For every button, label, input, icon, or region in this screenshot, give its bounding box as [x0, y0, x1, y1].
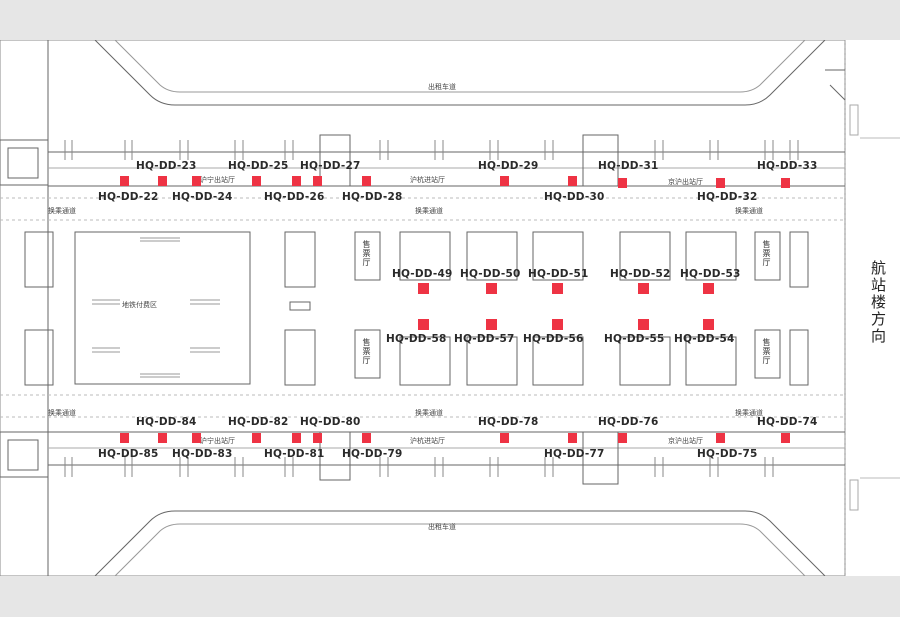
- ad-marker[interactable]: [716, 178, 725, 188]
- ad-marker[interactable]: [618, 433, 627, 443]
- ad-marker[interactable]: [313, 176, 322, 186]
- ad-marker[interactable]: [703, 283, 714, 294]
- code-label: HQ-DD-49: [392, 268, 453, 280]
- code-label: HQ-DD-27: [300, 160, 361, 172]
- ad-marker[interactable]: [638, 283, 649, 294]
- code-label: HQ-DD-79: [342, 448, 403, 460]
- code-label: HQ-DD-26: [264, 191, 325, 203]
- plan-lines: [0, 40, 900, 576]
- ad-marker[interactable]: [486, 319, 497, 330]
- code-label: HQ-DD-74: [757, 416, 818, 428]
- code-label: HQ-DD-52: [610, 268, 671, 280]
- ad-marker[interactable]: [418, 283, 429, 294]
- ad-marker[interactable]: [781, 178, 790, 188]
- code-label: HQ-DD-23: [136, 160, 197, 172]
- ad-marker[interactable]: [716, 433, 725, 443]
- ad-marker[interactable]: [313, 433, 322, 443]
- hall-label: 沪宁出站厅: [200, 176, 235, 184]
- hall-label: 沪杭进站厅: [410, 437, 445, 445]
- code-label: HQ-DD-83: [172, 448, 233, 460]
- code-label: HQ-DD-29: [478, 160, 539, 172]
- code-label: HQ-DD-54: [674, 333, 735, 345]
- hall-label: 沪杭进站厅: [410, 176, 445, 184]
- code-label: HQ-DD-51: [528, 268, 589, 280]
- terminal-direction-label: 航站楼方向: [869, 260, 887, 345]
- ad-marker[interactable]: [158, 433, 167, 443]
- ad-marker[interactable]: [192, 433, 201, 443]
- code-label: HQ-DD-80: [300, 416, 361, 428]
- ad-marker[interactable]: [252, 176, 261, 186]
- code-label: HQ-DD-81: [264, 448, 325, 460]
- code-label: HQ-DD-30: [544, 191, 605, 203]
- code-label: HQ-DD-84: [136, 416, 197, 428]
- code-label: HQ-DD-22: [98, 191, 159, 203]
- corridor-label: 换乘通道: [48, 409, 76, 417]
- code-label: HQ-DD-57: [454, 333, 515, 345]
- ad-marker[interactable]: [500, 176, 509, 186]
- code-label: HQ-DD-31: [598, 160, 659, 172]
- ad-marker[interactable]: [362, 176, 371, 186]
- ad-marker[interactable]: [120, 176, 129, 186]
- code-label: HQ-DD-24: [172, 191, 233, 203]
- ad-marker[interactable]: [486, 283, 497, 294]
- ticket-hall-label: 售票厅: [762, 240, 771, 267]
- code-label: HQ-DD-50: [460, 268, 521, 280]
- code-label: HQ-DD-58: [386, 333, 447, 345]
- code-label: HQ-DD-78: [478, 416, 539, 428]
- ad-marker[interactable]: [192, 176, 201, 186]
- code-label: HQ-DD-55: [604, 333, 665, 345]
- ticket-hall-label: 售票厅: [362, 240, 371, 267]
- code-label: HQ-DD-25: [228, 160, 289, 172]
- code-label: HQ-DD-75: [697, 448, 758, 460]
- ad-marker[interactable]: [552, 319, 563, 330]
- ad-marker[interactable]: [568, 176, 577, 186]
- hall-label: 京沪出站厅: [668, 437, 703, 445]
- code-label: HQ-DD-33: [757, 160, 818, 172]
- corridor-label: 换乘通道: [735, 207, 763, 215]
- metro-area-label: 地铁付费区: [122, 301, 157, 309]
- ad-marker[interactable]: [638, 319, 649, 330]
- ad-marker[interactable]: [292, 433, 301, 443]
- ad-marker[interactable]: [362, 433, 371, 443]
- code-label: HQ-DD-56: [523, 333, 584, 345]
- ticket-hall-label: 售票厅: [362, 338, 371, 365]
- code-label: HQ-DD-53: [680, 268, 741, 280]
- ad-marker[interactable]: [252, 433, 261, 443]
- code-label: HQ-DD-77: [544, 448, 605, 460]
- hall-label: 京沪出站厅: [668, 178, 703, 186]
- code-label: HQ-DD-76: [598, 416, 659, 428]
- ad-marker[interactable]: [418, 319, 429, 330]
- ad-marker[interactable]: [292, 176, 301, 186]
- ad-marker[interactable]: [781, 433, 790, 443]
- code-label: HQ-DD-28: [342, 191, 403, 203]
- ticket-hall-label: 售票厅: [762, 338, 771, 365]
- ad-marker[interactable]: [618, 178, 627, 188]
- ad-marker[interactable]: [568, 433, 577, 443]
- corridor-label: 换乘通道: [415, 207, 443, 215]
- ad-marker[interactable]: [500, 433, 509, 443]
- ad-marker[interactable]: [703, 319, 714, 330]
- corridor-label: 换乘通道: [48, 207, 76, 215]
- ad-marker[interactable]: [552, 283, 563, 294]
- road-label-bottom: 出租车道: [428, 523, 456, 531]
- corridor-label: 换乘通道: [415, 409, 443, 417]
- road-label-top: 出租车道: [428, 83, 456, 91]
- corridor-label: 换乘通道: [735, 409, 763, 417]
- code-label: HQ-DD-82: [228, 416, 289, 428]
- code-label: HQ-DD-32: [697, 191, 758, 203]
- ad-marker[interactable]: [120, 433, 129, 443]
- code-label: HQ-DD-85: [98, 448, 159, 460]
- ad-marker[interactable]: [158, 176, 167, 186]
- floor-plan: 出租车道 出租车道 换乘通道 换乘通道 换乘通道 换乘通道 换乘通道 换乘通道 …: [0, 40, 900, 576]
- hall-label: 沪宁出站厅: [200, 437, 235, 445]
